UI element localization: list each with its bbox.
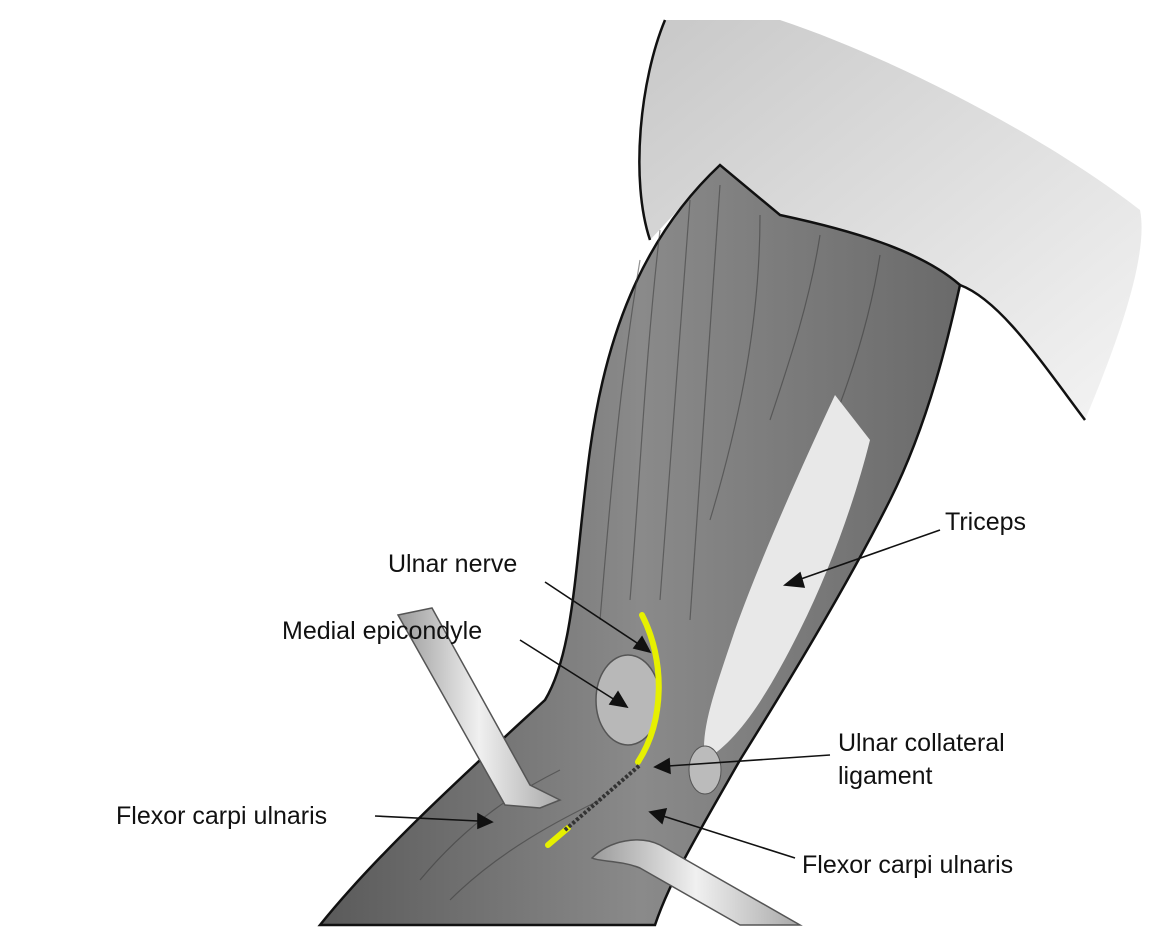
label-ulnar-nerve: Ulnar nerve	[388, 550, 517, 578]
label-flexor-carpi-ulnaris-left: Flexor carpi ulnaris	[116, 802, 327, 830]
retractor-upper	[396, 607, 562, 809]
shoulder-region	[639, 20, 1142, 420]
label-medial-epicondyle: Medial epicondyle	[282, 617, 482, 645]
arm-muscle	[317, 163, 962, 927]
label-flexor-carpi-ulnaris-right: Flexor carpi ulnaris	[802, 851, 1013, 879]
ulnar-nerve	[635, 612, 662, 765]
label-ulnar-collateral-ligament-line1: Ulnar collateral	[838, 729, 1005, 757]
triceps-tendon	[704, 395, 870, 760]
label-ulnar-collateral-ligament-line2: ligament	[838, 762, 933, 790]
retractor-lower	[590, 839, 803, 926]
label-arrows	[374, 529, 941, 859]
label-triceps: Triceps	[945, 508, 1026, 536]
